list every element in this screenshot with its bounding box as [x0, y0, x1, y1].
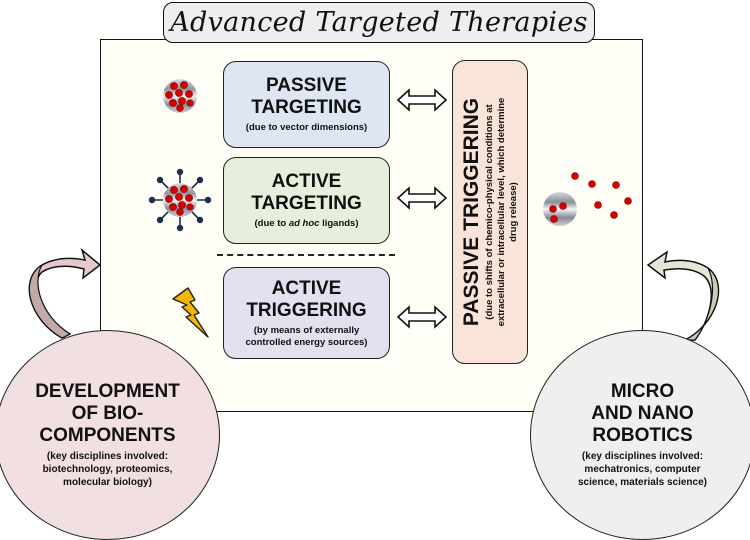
title-box: Advanced Targeted Therapies [163, 2, 595, 43]
bio-heading-3: COMPONENTS [39, 425, 176, 446]
curved-arrow-left-icon [28, 247, 102, 339]
bio-heading-1: DEVELOPMENT [35, 381, 180, 402]
active-targeting-heading-1: ACTIVE [271, 171, 342, 192]
dashed-divider [217, 254, 395, 256]
double-arrow-icon [396, 305, 448, 329]
active-targeting-subtitle: (due to ad hoc ligands) [255, 218, 359, 230]
subtitle-post: ligands) [319, 218, 359, 229]
active-triggering-box: ACTIVE TRIGGERING (by means of externall… [223, 267, 390, 359]
passive-triggering-subtitle-1: (due to shifts of chemico-physical condi… [484, 104, 495, 320]
bio-components-circle: DEVELOPMENT OF BIO- COMPONENTS (key disc… [0, 330, 220, 540]
active-triggering-heading-2: TRIGGERING [246, 299, 367, 321]
curved-arrow-right-icon [646, 250, 720, 341]
robotics-heading-2: AND NANO [591, 403, 694, 424]
passive-triggering-heading: PASSIVE TRIGGERING [460, 97, 483, 327]
passive-targeting-heading-2: TARGETING [251, 97, 362, 118]
robotics-sub-1: (key disciplines involved: [581, 451, 704, 462]
bio-heading-2: OF BIO- [71, 403, 144, 424]
bio-sub-3: molecular biology) [63, 477, 152, 488]
robotics-heading-3: ROBOTICS [592, 425, 693, 446]
active-triggering-subtitle-1: (by means of externally [253, 324, 360, 336]
robotics-heading-1: MICRO [610, 381, 675, 402]
passive-triggering-subtitle-2: extracellular or intracellular level, wh… [496, 97, 507, 327]
subtitle-pre: (due to [254, 218, 289, 229]
robotics-sub-2: mechatronics, computer [584, 464, 701, 475]
passive-targeting-box: PASSIVE TARGETING (due to vector dimensi… [223, 61, 390, 148]
robotics-circle: MICRO AND NANO ROBOTICS (key disciplines… [530, 330, 750, 540]
double-arrow-icon [396, 186, 448, 210]
passive-targeting-heading-1: PASSIVE [266, 75, 347, 96]
subtitle-italic: ad hoc [288, 218, 320, 229]
passive-triggering-subtitle-3: drug release) [508, 182, 519, 242]
passive-targeting-subtitle: (due to vector dimensions) [245, 122, 368, 133]
diagram-title: Advanced Targeted Therapies [170, 7, 588, 38]
active-triggering-subtitle-2: controlled energy sources) [245, 336, 368, 348]
nanoparticle-icon [163, 79, 197, 113]
double-arrow-icon [396, 88, 448, 112]
ligand-nanoparticle-icon [148, 168, 212, 232]
passive-triggering-box: PASSIVE TRIGGERING (due to shifts of che… [452, 60, 528, 364]
active-triggering-heading-1: ACTIVE [271, 277, 342, 299]
active-targeting-heading-2: TARGETING [251, 193, 362, 214]
lightning-icon [172, 287, 209, 338]
bio-sub-2: biotechnology, proteomics, [42, 464, 173, 475]
active-targeting-box: ACTIVE TARGETING (due to ad hoc ligands) [223, 157, 390, 244]
bio-sub-1: (key disciplines involved: [46, 451, 169, 462]
robotics-sub-3: science, materials science) [578, 477, 707, 488]
drug-release-icon [543, 172, 632, 226]
